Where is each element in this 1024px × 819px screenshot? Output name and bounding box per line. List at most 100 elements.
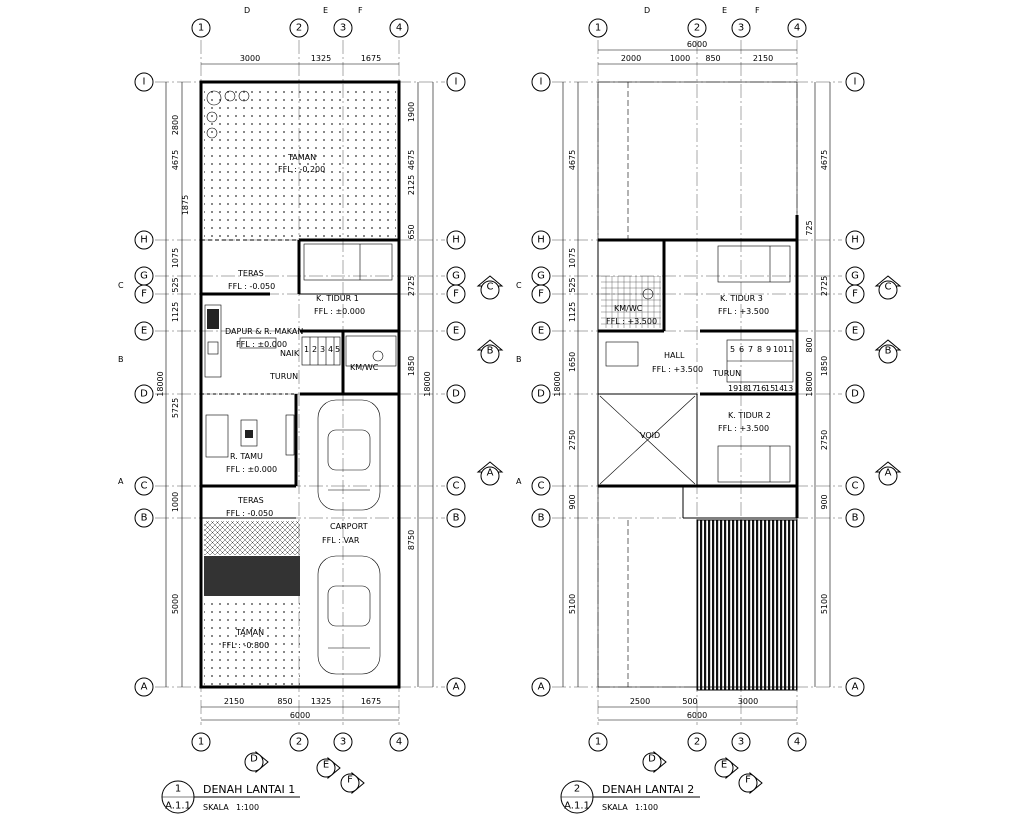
room-name: CARPORT [330, 522, 368, 531]
dimension-label: 1850 [407, 356, 416, 376]
dimension-label: 2150 [224, 697, 244, 706]
room-level: FFL : -0.050 [228, 282, 275, 291]
grid-label: G [851, 271, 859, 282]
bathroom-tiles [601, 276, 661, 328]
title-number: 1 [175, 784, 181, 795]
stair-number: 1 [304, 345, 309, 354]
void-cross [599, 395, 696, 485]
grid-label: D [452, 389, 460, 400]
section-marker-label: E [323, 6, 328, 15]
dimension-label: 1125 [171, 302, 180, 322]
room-level: FFL : ±0.000 [236, 340, 287, 349]
plants [206, 90, 250, 139]
grid-label: 3 [340, 737, 346, 748]
kitchen-counter [204, 304, 222, 378]
dimension-label: 1325 [311, 54, 331, 63]
section-marker-label: F [745, 775, 751, 786]
grid-label: I [143, 77, 146, 88]
room-level: FFL : -0.800 [222, 641, 269, 650]
grid-label: B [852, 513, 859, 524]
stair-number: 6 [739, 345, 744, 354]
bathroom-tiles [345, 335, 397, 367]
dimension-label: 8750 [407, 530, 416, 550]
coffee-table [240, 419, 258, 447]
car-1 [317, 399, 381, 511]
dimension-label: 1900 [407, 102, 416, 122]
plan-title: DENAH LANTAI 1 [203, 783, 295, 796]
dimension-label: 5000 [171, 594, 180, 614]
grid-label: G [537, 271, 545, 282]
plan-lantai-1: 1 2 3 4 5 [118, 6, 504, 814]
room-level: FFL : ±0.000 [314, 307, 365, 316]
dimension-label: 3000 [240, 54, 260, 63]
dimension-label: 1075 [568, 248, 577, 268]
grid-label: G [140, 271, 148, 282]
dimension-label: 900 [820, 494, 829, 509]
dimension-label: 2000 [621, 54, 641, 63]
grid-label: E [453, 326, 459, 337]
title-ref: A.1.1 [564, 801, 590, 812]
stair-number: 4 [328, 345, 333, 354]
dimension-label: 4675 [407, 150, 416, 170]
grid-bubbles-lantai-2: 1 2 3 4 1 2 3 4 I H G F E D C B A I H G … [531, 18, 865, 752]
grid-label: B [141, 513, 148, 524]
dimension-label: 1075 [171, 248, 180, 268]
stair-1: 1 2 3 4 5 [301, 336, 341, 366]
section-marker-label: A [885, 468, 892, 479]
sofa [205, 414, 229, 458]
tv-cabinet [285, 414, 295, 456]
grid-bubbles-lantai-1: 1 2 3 4 1 2 3 4 I H G F E D C B A I H G … [134, 18, 466, 752]
room-level: FFL : +3.500 [718, 307, 769, 316]
title-number: 2 [574, 784, 580, 795]
car-2 [317, 555, 381, 675]
stair-number: 15 [765, 384, 775, 393]
grid-label: H [452, 235, 460, 246]
grid-label: 2 [296, 737, 302, 748]
dimension-label: 2150 [753, 54, 773, 63]
section-marker-label: B [885, 346, 892, 357]
grid-label: A [141, 682, 148, 693]
grid-label: 2 [694, 23, 700, 34]
grid-label: 1 [595, 737, 601, 748]
section-marker-label: A [118, 477, 124, 486]
grid-label: D [851, 389, 859, 400]
scale-value: 1:100 [236, 803, 259, 812]
grid-label: 4 [794, 737, 800, 748]
front-paving-dark [204, 556, 300, 596]
grid-label: 3 [738, 23, 744, 34]
dimension-label: 800 [805, 337, 814, 352]
dimensions-lantai-2: 6000 2000 1000 850 2150 2500 500 3000 60… [553, 40, 831, 721]
grid-label: 3 [340, 23, 346, 34]
interior-walls [201, 238, 399, 519]
room-name: TERAS [237, 496, 264, 505]
sink-icon [207, 341, 219, 355]
grid-label: G [452, 271, 460, 282]
dimensions-lantai-1: 3000 1325 1675 2150 850 1325 1675 6000 4… [156, 54, 434, 721]
outer-wall [199, 80, 401, 689]
room-name: R. TAMU [230, 452, 263, 461]
grid-label: 2 [296, 23, 302, 34]
stair-down-label: TURUN [712, 369, 741, 378]
grid-label: A [453, 682, 460, 693]
hall-sofa [605, 341, 639, 367]
garden-top-hatch [204, 85, 396, 238]
room-level: FFL : +3.500 [718, 424, 769, 433]
section-marker-label: A [487, 468, 494, 479]
bed-2 [717, 445, 791, 483]
dimension-label: 4675 [171, 150, 180, 170]
section-marker-label: B [516, 355, 522, 364]
room-name: K. TIDUR 3 [720, 294, 763, 303]
section-marker-label: F [755, 6, 760, 15]
section-markers-lantai-1: C B A C B A D E F D E F [118, 6, 504, 795]
plan-lantai-2: 5 6 7 8 9 10 11 19 18 17 16 15 14 13 KM/… [516, 6, 902, 814]
dimension-label: 1850 [820, 356, 829, 376]
dimension-label: 1650 [568, 352, 577, 372]
title-ref: A.1.1 [165, 801, 191, 812]
dimension-label: 2750 [820, 430, 829, 450]
grid-label: C [141, 481, 148, 492]
scale-value: 1:100 [635, 803, 658, 812]
section-markers-lantai-2: C B A C B A D E F D E F [516, 6, 902, 795]
stair-down-label: TURUN [269, 372, 298, 381]
stair-number: 19 [728, 384, 738, 393]
title-block-lantai-2: 2 A.1.1 DENAH LANTAI 2 SKALA 1:100 [560, 780, 700, 814]
